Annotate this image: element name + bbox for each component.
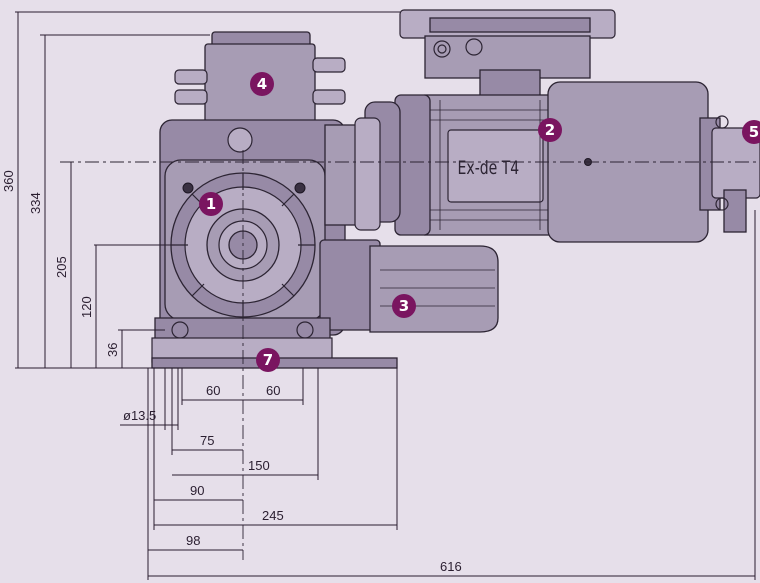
dim-245: 245	[262, 508, 284, 523]
center-lines	[60, 150, 760, 560]
svg-text:2: 2	[545, 121, 555, 139]
nameplate: Ex-de T4	[458, 158, 520, 180]
side-unit	[319, 239, 499, 333]
dim-616: 616	[440, 559, 462, 574]
svg-text:7: 7	[263, 351, 273, 369]
vertical-dimensions: 360 334 205 120 36	[1, 11, 400, 369]
svg-text:5: 5	[749, 123, 759, 141]
dim-205: 205	[54, 256, 69, 278]
encoder-end	[711, 115, 760, 233]
callout-3: 3	[392, 294, 416, 318]
svg-text:4: 4	[257, 75, 267, 93]
dim-60-right: 60	[266, 383, 280, 398]
dim-90: 90	[190, 483, 204, 498]
callout-5: 5	[742, 120, 760, 144]
callout-1: 1	[199, 192, 223, 216]
dim-120: 120	[79, 296, 94, 318]
dim-36: 36	[105, 343, 120, 357]
nameplate-text: Ex-de T4	[458, 158, 520, 180]
dim-360: 360	[1, 170, 16, 192]
callout-badges: 1 2 3 4 5 7	[199, 72, 760, 372]
dim-13-5: ø13.5	[123, 408, 156, 423]
dim-334: 334	[28, 192, 43, 214]
callout-4: 4	[250, 72, 274, 96]
dim-75: 75	[200, 433, 214, 448]
svg-text:3: 3	[399, 297, 409, 315]
callout-2: 2	[538, 118, 562, 142]
callout-7: 7	[256, 348, 280, 372]
svg-text:1: 1	[206, 195, 216, 213]
horizontal-dimensions: 60 60 ø13.5 75 150 90 245 98 616	[120, 210, 756, 580]
dim-98: 98	[186, 533, 200, 548]
dim-60-left: 60	[206, 383, 220, 398]
motor-terminal-box	[399, 9, 616, 101]
dim-150: 150	[248, 458, 270, 473]
